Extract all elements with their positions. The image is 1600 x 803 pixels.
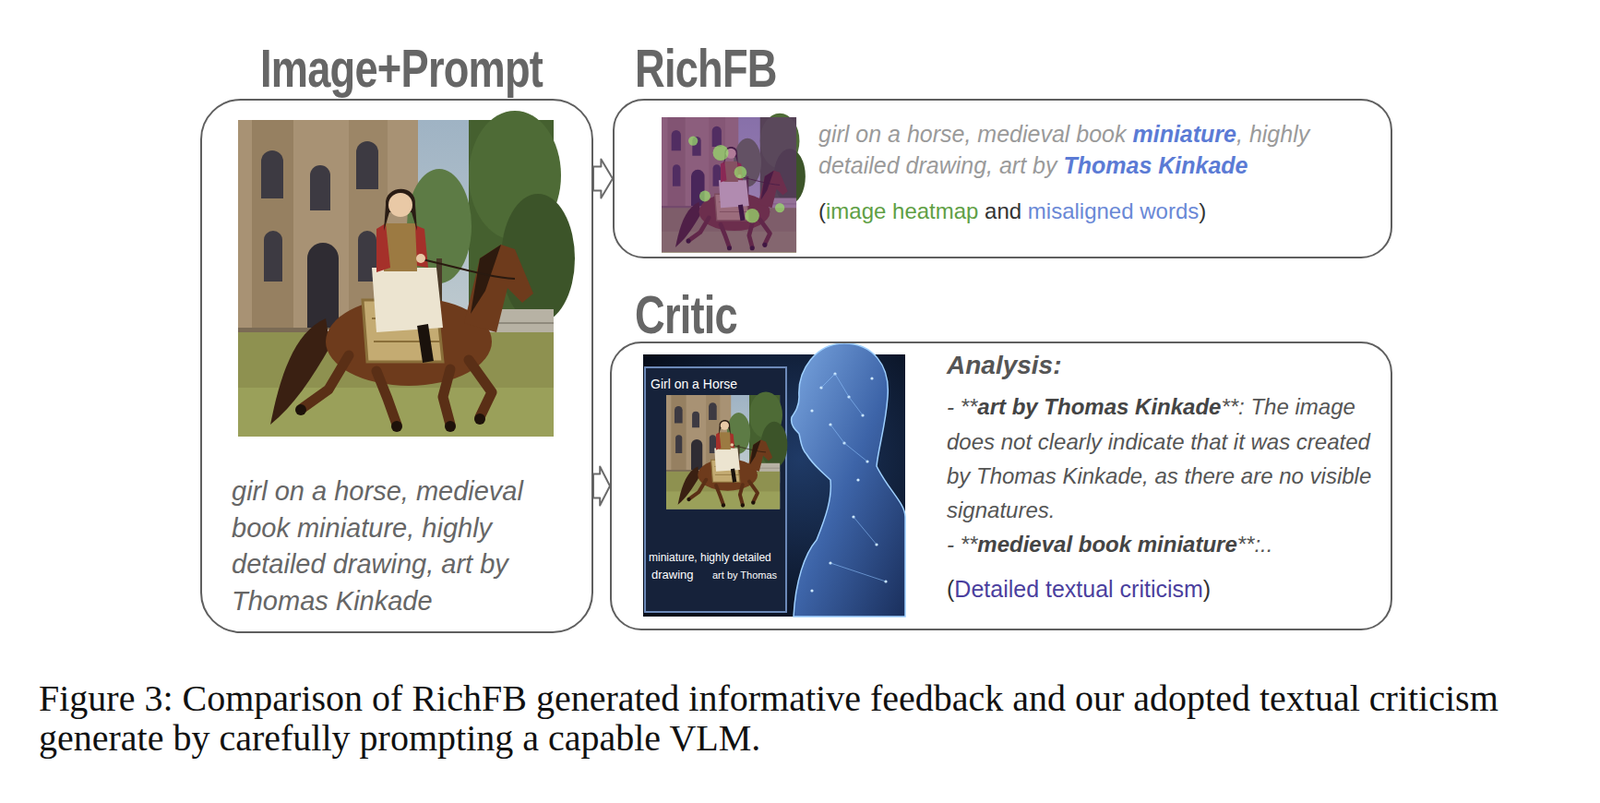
illustration-text: art by Thomas [712,569,777,581]
panel-text: miniature [1132,120,1237,147]
illustration-text: miniature, highly detailed [648,551,772,564]
text-column: girl on a horse, medieval book miniature… [231,473,585,621]
richfb-panel: RichFBgirl on a horse, medieval book min… [612,98,1393,259]
panel-text: misaligned words [1027,198,1199,224]
panel-heading: Critic [634,287,738,342]
text-paragraph: Analysis: [946,348,1381,383]
figure-caption: Figure 3: Comparison of RichFB generated… [38,678,1580,758]
panel-text: girl on a horse, medieval book [818,120,1133,147]
panel-heading: Image+Prompt [260,41,543,96]
panel-text: Thomas Kinkade [1062,152,1248,179]
text-column: girl on a horse, medieval book miniature… [818,119,1384,226]
text-paragraph: - **medieval book miniature**:.. [946,526,1381,562]
text-paragraph: (image heatmap and misaligned words) [818,196,1384,226]
block-arrow [593,159,613,199]
panel-text: Analysis: [946,350,1063,380]
panel-text: **:.. [1237,531,1274,557]
panel-text: ) [1198,198,1206,224]
illustration-text: Girl on a Horse [650,377,738,392]
panel-text: girl on a horse, medieval book miniature… [231,476,524,616]
panel-text: ( [946,575,955,602]
panel-text: - ** [946,531,978,557]
input-panel: Image+Promptgirl on a horse, medieval bo… [200,98,594,633]
panel-heading: RichFB [634,41,777,96]
panel-text: Detailed textual criticism [954,575,1204,602]
panel-text: - ** [946,394,978,419]
text-paragraph: girl on a horse, medieval book miniature… [818,119,1384,182]
illustration-text: drawing [651,568,694,582]
panel-text: ( [818,198,826,224]
panel-text: and [978,198,1027,224]
panel-text: image heatmap [825,198,979,224]
text-paragraph: girl on a horse, medieval book miniature… [231,473,585,621]
text-column: Analysis: - **art by Thomas Kinkade**: Th… [946,348,1381,605]
panel-text: art by Thomas Kinkade [977,394,1221,419]
panel-text: medieval book miniature [977,531,1237,557]
text-paragraph: - **art by Thomas Kinkade**: The image d… [946,389,1381,527]
text-paragraph: (Detailed textual criticism) [946,573,1381,605]
panel-text: ) [1203,575,1211,602]
block-arrow [593,466,610,506]
